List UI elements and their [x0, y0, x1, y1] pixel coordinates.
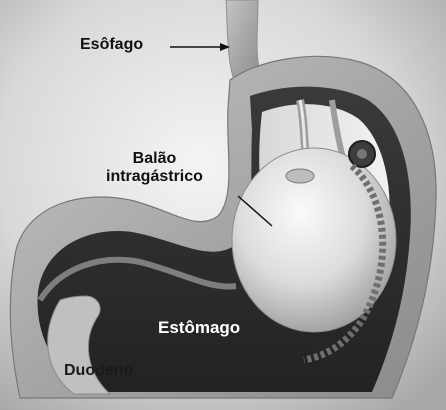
balloon-label: Balão intragástrico — [106, 150, 203, 187]
balloon-label-line1: Balão — [106, 150, 203, 168]
stomach-label: Estômago — [158, 318, 240, 338]
balloon-label-line2: intragástrico — [106, 168, 203, 186]
duodenum-label: Duodeno — [64, 362, 133, 380]
endoscope-lens — [357, 149, 367, 159]
balloon-valve — [286, 169, 314, 183]
esophagus-label: Esôfago — [80, 36, 143, 54]
